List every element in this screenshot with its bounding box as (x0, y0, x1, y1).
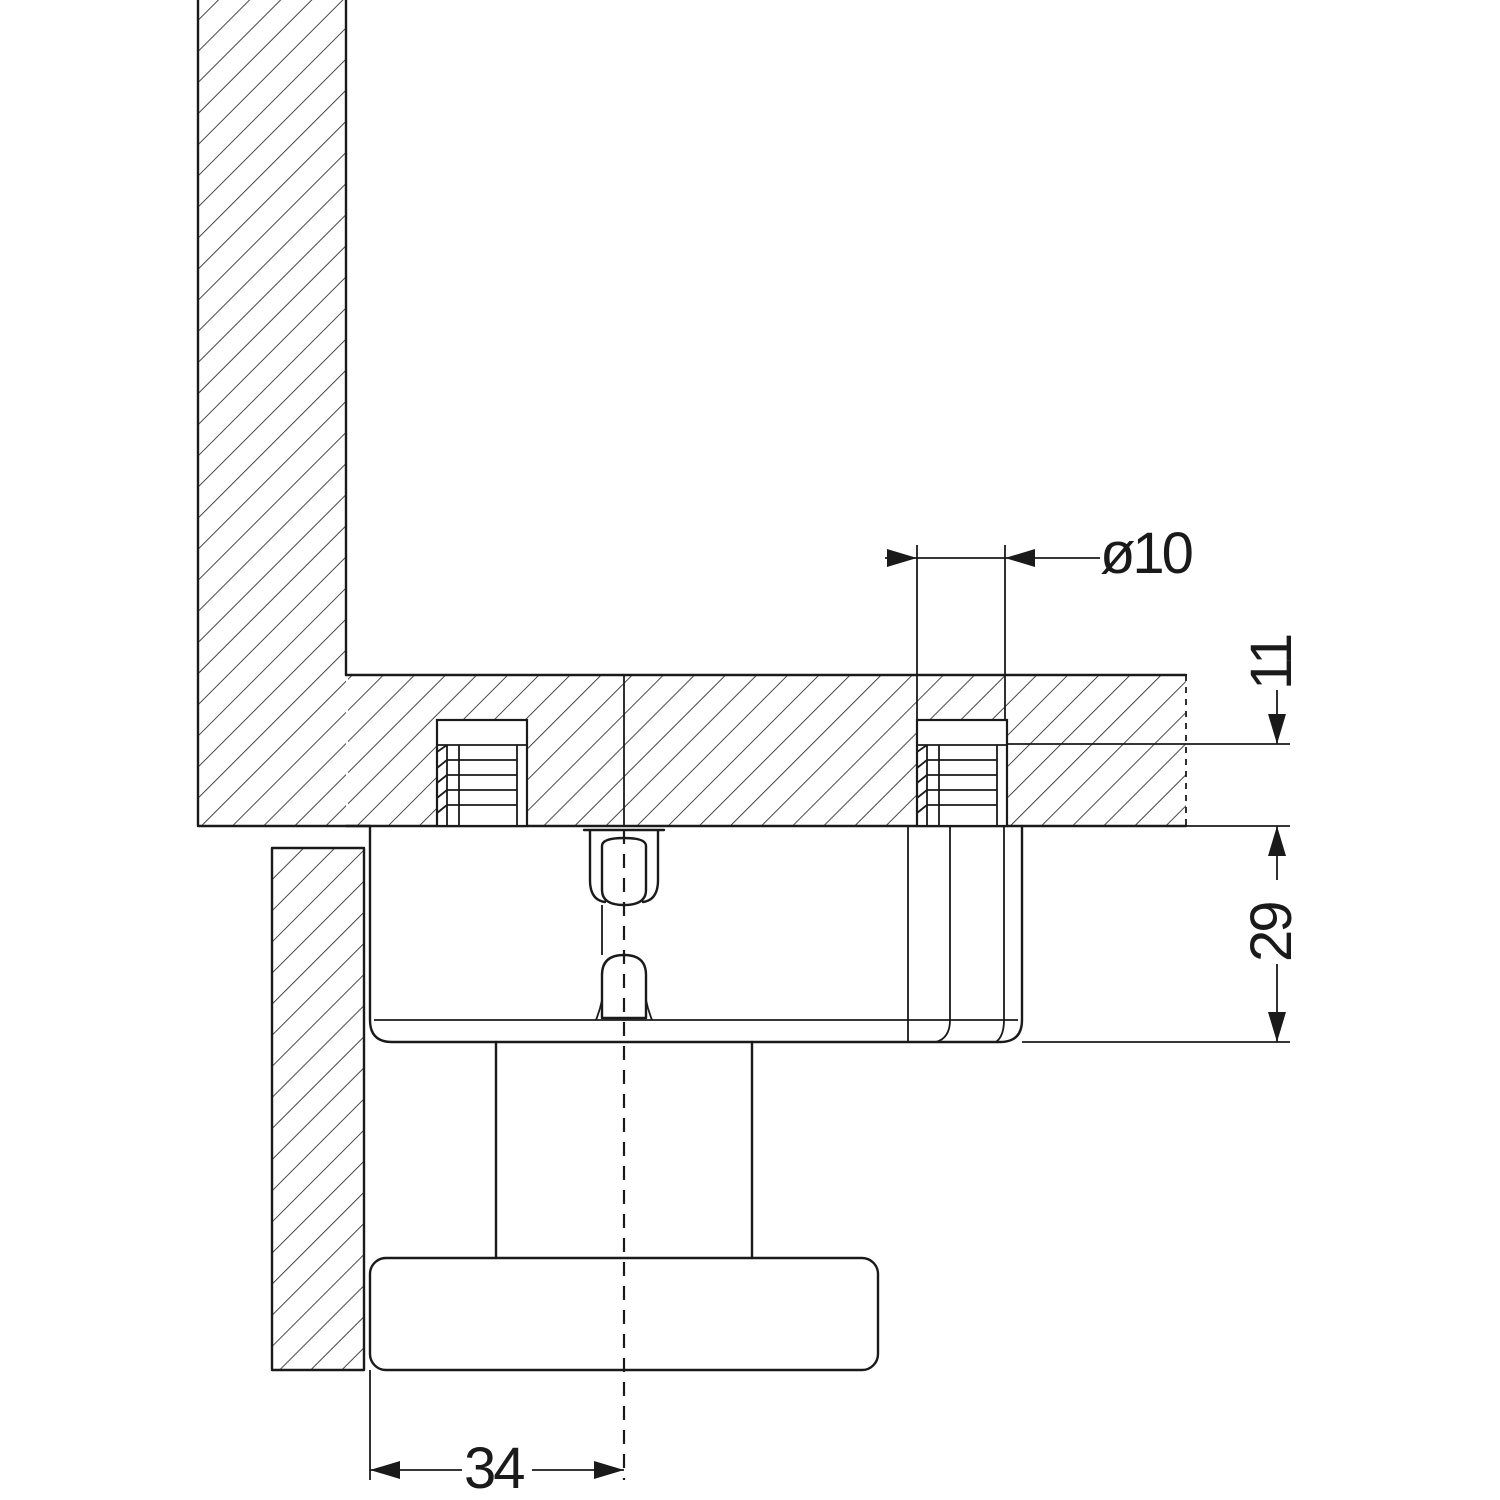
dimension-horizontal: 34 (369, 1370, 624, 1500)
dimension-label-height: 29 (1239, 903, 1304, 962)
dowel-insert-right (915, 718, 1009, 828)
dimension-diameter: ø10 (885, 521, 1195, 720)
dimension-label-diameter: ø10 (1100, 521, 1192, 586)
dimension-vertical: 11 29 (1022, 635, 1304, 1043)
mounting-plate (368, 824, 1024, 1044)
door-panel-section (270, 846, 366, 1372)
dimension-label-depth: 11 (1239, 635, 1304, 690)
dimension-label-offset: 34 (464, 1436, 524, 1500)
dowel-insert-left (435, 718, 529, 828)
side-panel-section (196, 0, 372, 828)
